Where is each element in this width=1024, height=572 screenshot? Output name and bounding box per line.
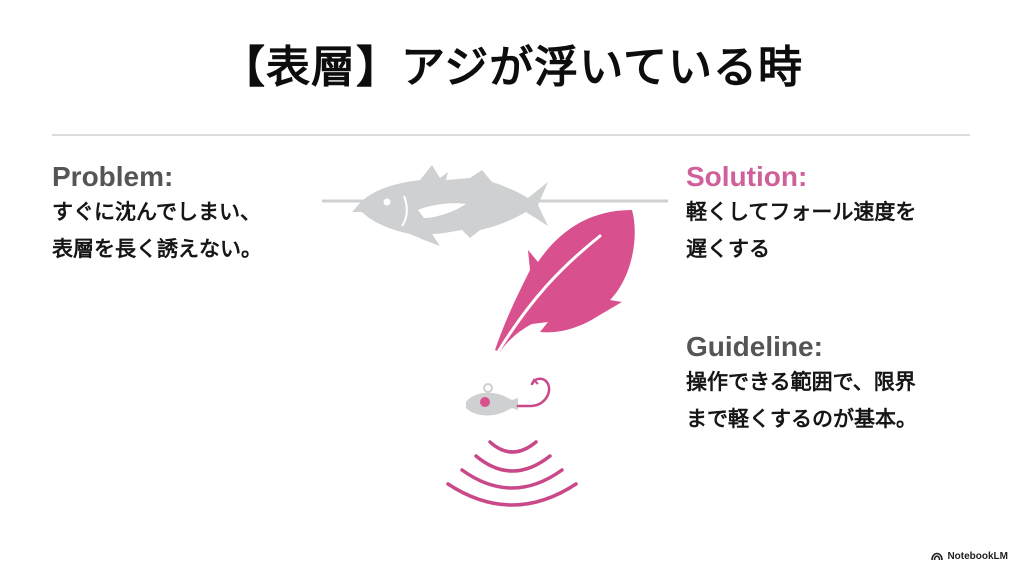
guideline-label: Guideline: [686, 331, 823, 362]
solution-line: 遅くする [686, 237, 770, 261]
solution-text: 軽くしてフォール速度を 遅くする [686, 194, 916, 268]
footer-brand: NotebookLM [931, 551, 1008, 562]
brand-name: NotebookLM [947, 551, 1008, 562]
guideline-section: Guideline: 操作できる範囲で、限界 まで軽くするのが基本。 [686, 330, 917, 438]
problem-section: Problem: すぐに沈んでしまい、 表層を長く誘えない。 [52, 160, 262, 268]
solution-section: Solution: 軽くしてフォール速度を 遅くする [686, 160, 916, 268]
jighead-icon [466, 377, 551, 416]
fish-icon [352, 165, 548, 246]
vibration-waves-icon [446, 440, 578, 507]
problem-line: すぐに沈んでしまい、 [52, 200, 261, 224]
solution-line: 軽くしてフォール速度を [686, 200, 917, 224]
problem-label: Problem: [52, 161, 174, 192]
divider [52, 134, 970, 136]
slide-title: 【表層】アジが浮いている時 [221, 42, 803, 93]
guideline-text: 操作できる範囲で、限界 まで軽くするのが基本。 [686, 364, 917, 438]
solution-label: Solution: [686, 161, 808, 192]
guideline-line: 操作できる範囲で、限界 [686, 370, 916, 394]
feather-icon [495, 210, 635, 354]
problem-text: すぐに沈んでしまい、 表層を長く誘えない。 [52, 194, 262, 268]
problem-line: 表層を長く誘えない。 [52, 237, 262, 261]
notebooklm-logo-icon [931, 552, 944, 561]
guideline-line: まで軽くするのが基本。 [686, 407, 917, 431]
